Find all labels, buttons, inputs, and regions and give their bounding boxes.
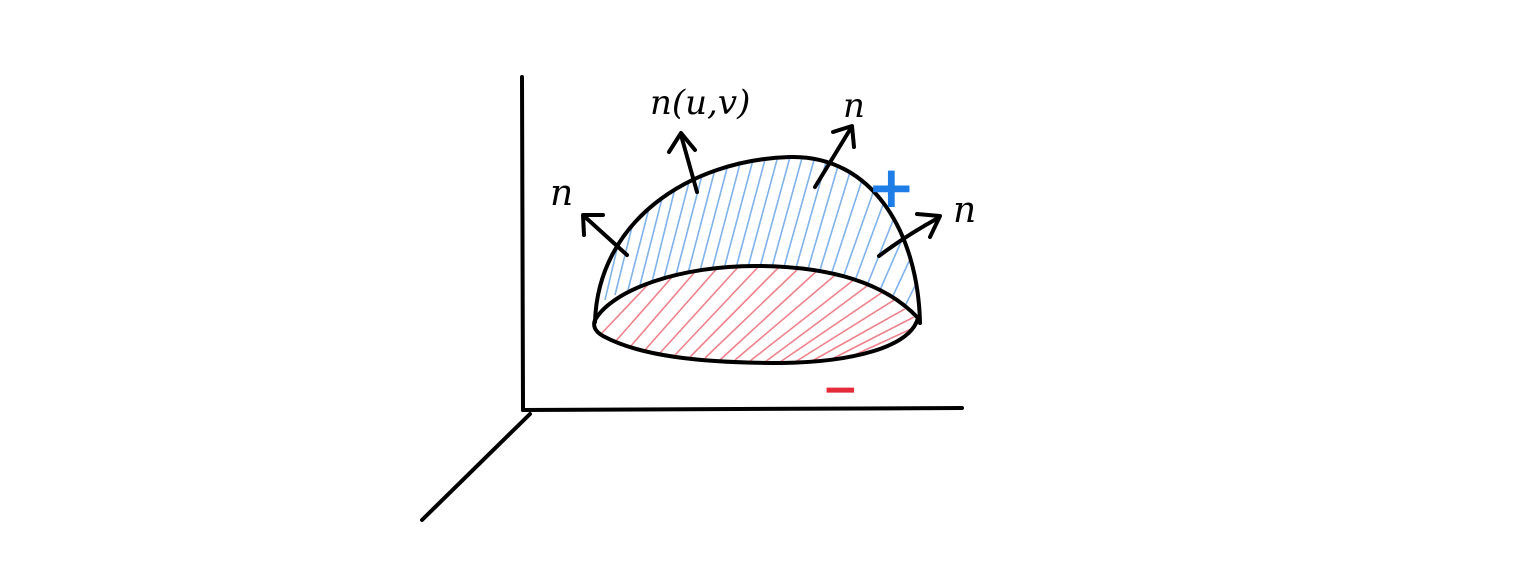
normal-arrow-upper-right	[813, 124, 856, 189]
normal-label-top: n(u,v)	[650, 83, 750, 123]
negative-side-hatching	[599, 266, 918, 362]
coordinate-axes	[420, 75, 964, 522]
depth-axis	[420, 412, 532, 522]
vertical-axis	[520, 75, 525, 412]
normal-arrow-right	[877, 212, 942, 258]
positive-sign: +	[867, 153, 916, 221]
normal-arrow-top	[667, 131, 699, 194]
normal-label-left: n	[550, 173, 573, 214]
orientation-signs: + −	[822, 153, 916, 415]
positive-side-hatching	[604, 156, 918, 309]
normal-vectors	[581, 124, 942, 258]
horizontal-axis	[521, 406, 964, 412]
normal-label-upper-right: n	[843, 86, 865, 126]
normal-labels: n(u,v) n n n	[550, 83, 976, 231]
normal-label-right: n	[953, 190, 976, 231]
dome-outline	[593, 154, 922, 325]
hemisphere-surface	[592, 154, 922, 365]
normal-arrow-left	[581, 213, 629, 257]
base-ellipse-outline	[592, 263, 920, 365]
negative-sign: −	[822, 364, 859, 415]
